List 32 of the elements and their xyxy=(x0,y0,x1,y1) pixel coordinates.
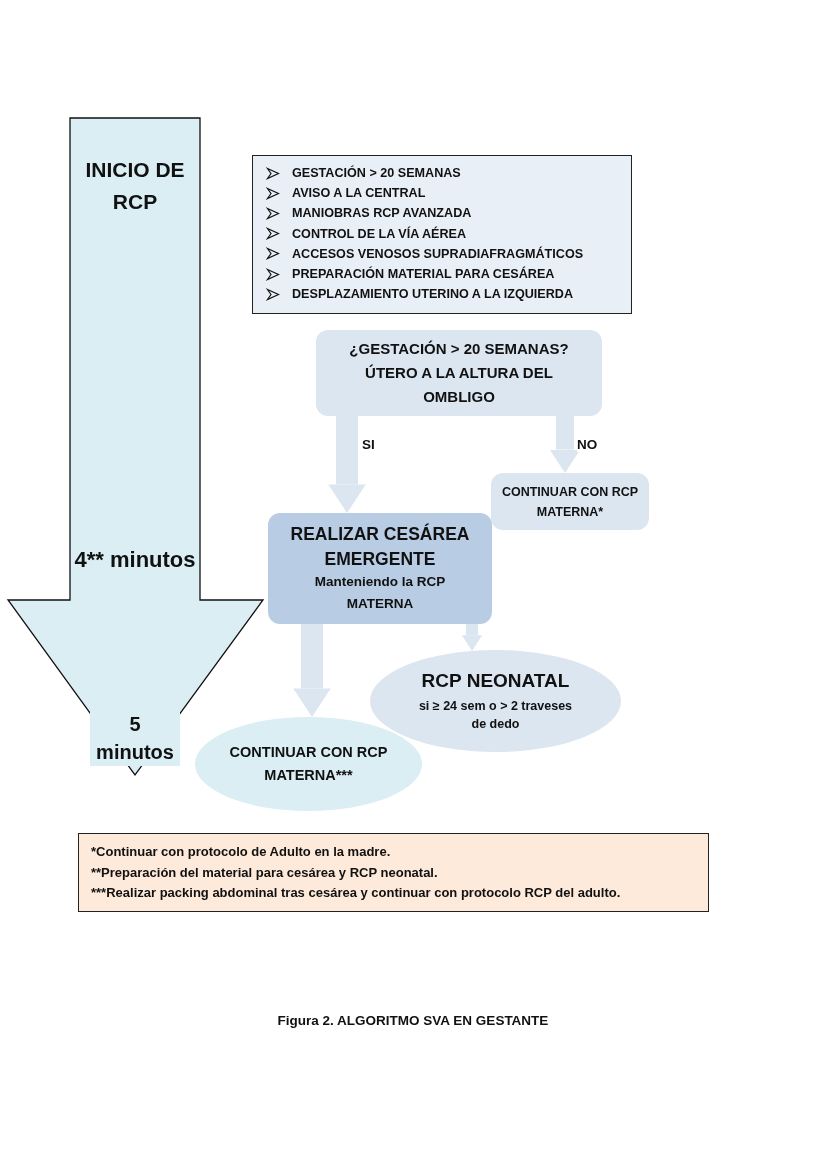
checklist-item: AVISO A LA CENTRAL xyxy=(292,186,426,201)
block-arrow xyxy=(461,624,483,651)
notes-box xyxy=(78,833,709,912)
edge-label: SI xyxy=(362,437,375,452)
checklist-item: GESTACIÓN > 20 SEMANAS xyxy=(292,166,461,181)
footnote-text: *Continuar con protocolo de Adulto en la madre. xyxy=(91,843,391,861)
checklist-item: PREPARACIÓN MATERIAL PARA CESÁREA xyxy=(292,267,555,282)
edge-label: NO xyxy=(577,437,598,452)
checklist-item: MANIOBRAS RCP AVANZADA xyxy=(292,206,472,221)
process-box xyxy=(268,513,492,624)
node-text: Manteniendo la RCP MATERNA xyxy=(313,573,447,613)
checklist-item: CONTROL DE LA VÍA AÉREA xyxy=(292,226,466,241)
node-text: si ≥ 24 sem o > 2 traveses de dedo xyxy=(417,697,574,734)
checklist-item: ACCESOS VENOSOS SUPRADIAFRAGMÁTICOS xyxy=(292,246,584,261)
block-arrow xyxy=(328,416,366,513)
node-text: CONTINUAR CON RCP MATERNA*** xyxy=(228,742,389,785)
node-text: ¿GESTACIÓN > 20 SEMANAS? ÚTERO A LA ALTURA DEL OMBLIGO xyxy=(348,339,570,407)
block-arrow xyxy=(549,416,581,473)
checklist-box xyxy=(252,155,632,314)
time-label: INICIO DE RCP xyxy=(84,157,186,215)
node-text: REALIZAR CESÁREA EMERGENTE xyxy=(289,522,471,571)
checklist-item: DESPLAZAMIENTO UTERINO A LA IZQUIERDA xyxy=(292,287,574,302)
time-label: 5 minutos xyxy=(90,710,180,766)
node-text: RCP NEONATAL xyxy=(420,668,571,693)
footnote-text: **Preparación del material para cesárea y RCP neonatal. xyxy=(91,863,438,882)
block-arrow xyxy=(293,624,331,717)
process-box xyxy=(491,473,649,530)
node-text: CONTINUAR CON RCP MATERNA* xyxy=(500,483,640,521)
footnote-text: ***Realizar packing abdominal tras cesárea y continuar con protocolo RCP del adulto. xyxy=(91,884,621,902)
decision-box xyxy=(316,330,602,416)
time-label: 4** minutos xyxy=(73,546,197,574)
figure-caption: Figura 2. ALGORITMO SVA EN GESTANTE xyxy=(276,1013,550,1028)
